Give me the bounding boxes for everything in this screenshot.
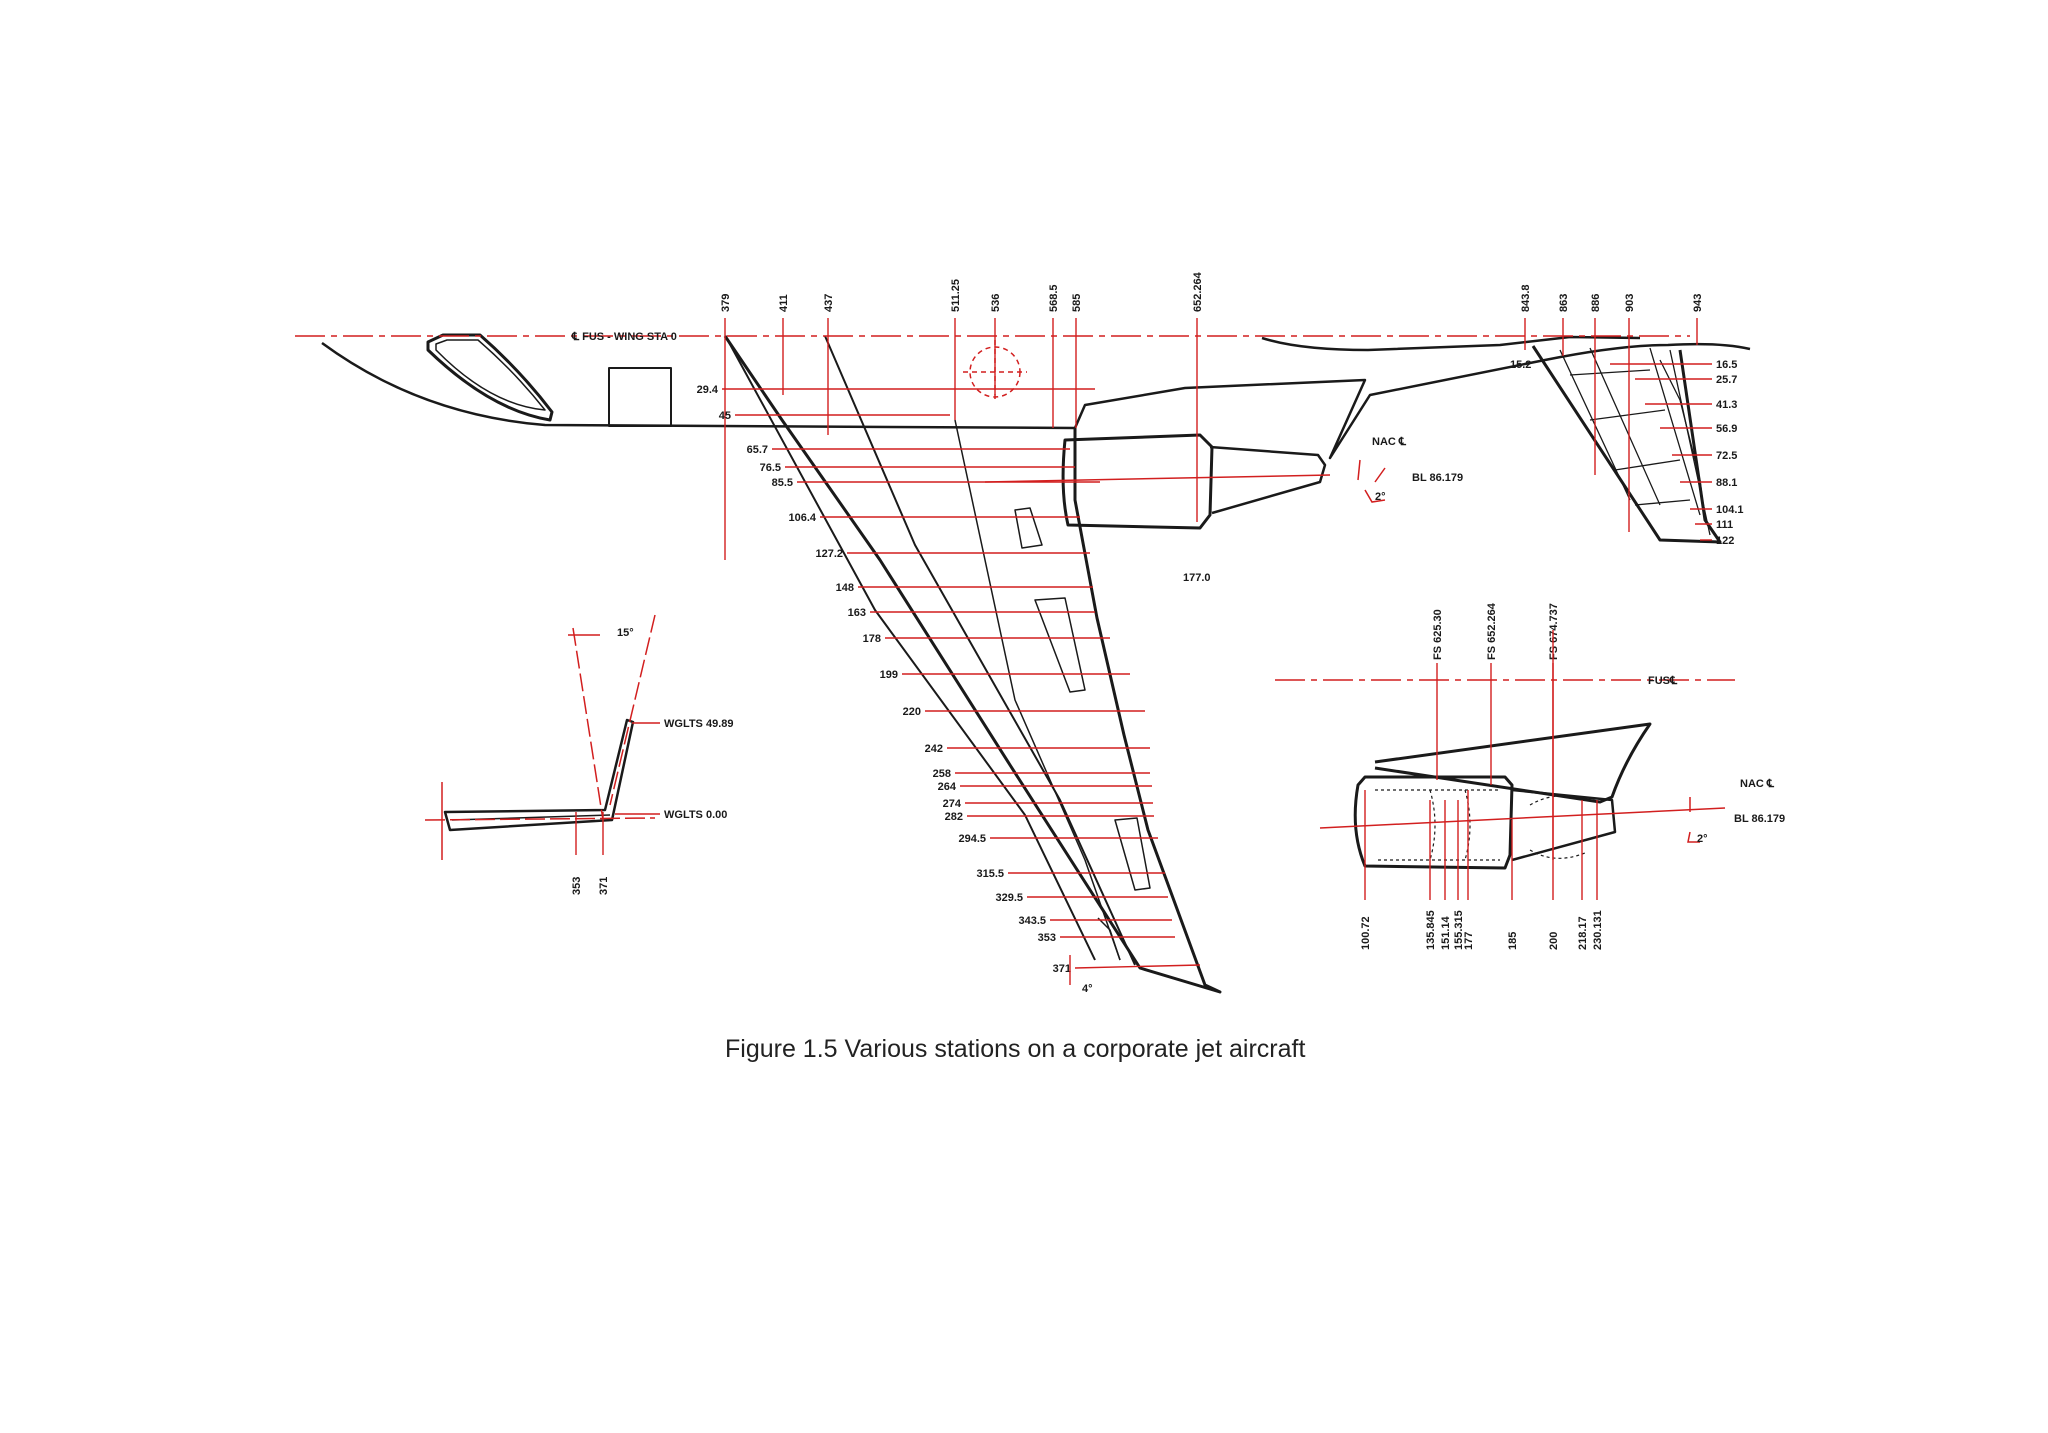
nacelle-angle-label: 2° bbox=[1375, 491, 1386, 503]
nacelle-bottom-station-label-4: 177 bbox=[1463, 932, 1475, 950]
nacelle-detail-cl-label: NAC ℄ bbox=[1740, 778, 1775, 790]
nacelle-detail bbox=[1374, 722, 1652, 804]
top-station-label-6: 585 bbox=[1071, 294, 1083, 312]
tail-station-label-0: 16.5 bbox=[1716, 359, 1737, 371]
wing-tip-angle-label: 4° bbox=[1082, 983, 1093, 995]
wing-station-label-12: 242 bbox=[925, 743, 943, 755]
top-station-label-2: 437 bbox=[823, 294, 835, 312]
wing-station-label-22: 371 bbox=[1053, 963, 1071, 975]
wing-station-label-13: 258 bbox=[933, 768, 951, 780]
tail-station-label-1: 25.7 bbox=[1716, 374, 1737, 386]
nacelle-bottom-station-label-6: 200 bbox=[1548, 932, 1560, 950]
wing-station-label-0: 29.4 bbox=[697, 384, 719, 396]
winglet-station-label-1: 371 bbox=[598, 877, 610, 895]
wing-station-label-1: 45 bbox=[719, 410, 731, 422]
station-177-label: 177.0 bbox=[1183, 572, 1211, 584]
top-station-label-7: 652.264 bbox=[1192, 271, 1204, 312]
winglet-vertical-ref bbox=[572, 627, 604, 821]
fuselage-outline bbox=[321, 341, 1751, 460]
top-station-label-4: 536 bbox=[990, 294, 1002, 312]
winglet-bottom-label: WGLTS 0.00 bbox=[664, 809, 727, 821]
tail-station-label-7: 111 bbox=[1716, 519, 1733, 531]
nacelle-bottom-station-label-1: 135.845 bbox=[1425, 910, 1437, 950]
station-marks: 379 411 437 511.25 536 568.5 585 652.264 843.8 86… bbox=[571, 271, 1785, 995]
aircraft-outline bbox=[321, 333, 1751, 994]
wing-station-label-17: 294.5 bbox=[958, 833, 986, 845]
winglet-station-label-0: 353 bbox=[571, 877, 583, 895]
wing-station-label-7: 148 bbox=[836, 582, 854, 594]
top-station-label-0: 379 bbox=[720, 294, 732, 312]
nacelle-detail-angle-label: 2° bbox=[1697, 833, 1708, 845]
tail-station-label-3: 56.9 bbox=[1716, 423, 1737, 435]
front-spar bbox=[725, 336, 1096, 961]
fus-cl-label: FUS℄ bbox=[1648, 675, 1678, 687]
wing-outline bbox=[723, 335, 1222, 994]
nacelle-cl-label: NAC ℄ bbox=[1372, 436, 1407, 448]
wing-station-label-6: 127.2 bbox=[815, 548, 843, 560]
top-station-label-12: 943 bbox=[1692, 294, 1704, 312]
nacelle-bottom-station-label-7: 218.17 bbox=[1577, 916, 1589, 950]
wing-station-label-3: 76.5 bbox=[760, 462, 781, 474]
wing-station-label-15: 274 bbox=[943, 798, 962, 810]
top-station-label-9: 863 bbox=[1558, 294, 1570, 312]
top-station-label-11: 903 bbox=[1624, 294, 1636, 312]
top-station-label-3: 511.25 bbox=[950, 279, 962, 312]
wing-station-line-22 bbox=[1074, 964, 1201, 969]
nacelle-detail-bl-label: BL 86.179 bbox=[1734, 813, 1785, 825]
top-station-label-8: 843.8 bbox=[1520, 284, 1532, 312]
wing-station-label-4: 85.5 bbox=[772, 477, 793, 489]
nacelle-top-station-label-1: FS 652.264 bbox=[1486, 602, 1498, 660]
nacelle-bottom-station-label-8: 230.131 bbox=[1592, 910, 1604, 950]
wing-station-label-18: 315.5 bbox=[976, 868, 1004, 880]
fuselage-centerline-label: ℄ FUS - WING STA 0 bbox=[571, 331, 677, 343]
nacelle-bottom-station-label-2: 151.14 bbox=[1440, 915, 1452, 950]
nacelle-top-station-label-0: FS 625.30 bbox=[1432, 609, 1444, 660]
tail-station-label-2: 41.3 bbox=[1716, 399, 1737, 411]
figure-caption: Figure 1.5 Various stations on a corpora… bbox=[725, 1035, 1306, 1063]
winglet-top-label: WGLTS 49.89 bbox=[664, 718, 733, 730]
wing-station-label-10: 199 bbox=[880, 669, 898, 681]
tail-station-label-8: 122 bbox=[1716, 535, 1734, 547]
tail-station-label-4: 72.5 bbox=[1716, 450, 1737, 462]
nacelle-top-station-label-2: FS 674.737 bbox=[1548, 603, 1560, 660]
wing-station-label-8: 163 bbox=[848, 607, 866, 619]
top-station-label-5: 568.5 bbox=[1048, 284, 1060, 312]
rear-spar bbox=[824, 335, 1136, 966]
wing-station-label-20: 343.5 bbox=[1018, 915, 1046, 927]
tail-station-label-6: 104.1 bbox=[1716, 504, 1744, 516]
winglet-angle-label: 15° bbox=[617, 627, 634, 639]
nacelle-bottom-station-label-0: 100.72 bbox=[1360, 916, 1372, 950]
wing-station-label-9: 178 bbox=[863, 633, 881, 645]
wing-station-label-2: 65.7 bbox=[747, 444, 768, 456]
winglet-outline bbox=[443, 718, 635, 832]
nacelle-bottom-station-label-3: 155.315 bbox=[1453, 910, 1465, 950]
fuselage-top bbox=[1261, 335, 1641, 352]
reference-lines bbox=[295, 335, 1735, 860]
wing-station-label-19: 329.5 bbox=[995, 892, 1023, 904]
horizontal-tail bbox=[1531, 345, 1722, 544]
winglet-angle-ref bbox=[609, 614, 656, 806]
wing-station-label-21: 353 bbox=[1038, 932, 1056, 944]
top-station-label-10: 886 bbox=[1590, 294, 1602, 312]
nacelle-plan bbox=[1061, 433, 1214, 530]
nacelle-bottom-station-label-5: 185 bbox=[1507, 932, 1519, 950]
winglet-centerline-horizontal bbox=[424, 817, 656, 821]
wing-station-label-11: 220 bbox=[903, 706, 921, 718]
top-station-label-1: 411 bbox=[778, 294, 790, 312]
door bbox=[608, 367, 672, 427]
tail-station-label-5: 88.1 bbox=[1716, 477, 1737, 489]
nacelle-centerline bbox=[984, 474, 1331, 483]
wing-station-label-14: 264 bbox=[938, 781, 957, 793]
tail-15-2-label: 15.2 bbox=[1510, 359, 1531, 371]
wing-station-label-16: 282 bbox=[945, 811, 963, 823]
bl-label: BL 86.179 bbox=[1412, 472, 1463, 484]
nacelle-centerline-detail bbox=[1319, 807, 1726, 829]
wing-station-label-5: 106.4 bbox=[788, 512, 816, 524]
windshield bbox=[426, 333, 554, 422]
